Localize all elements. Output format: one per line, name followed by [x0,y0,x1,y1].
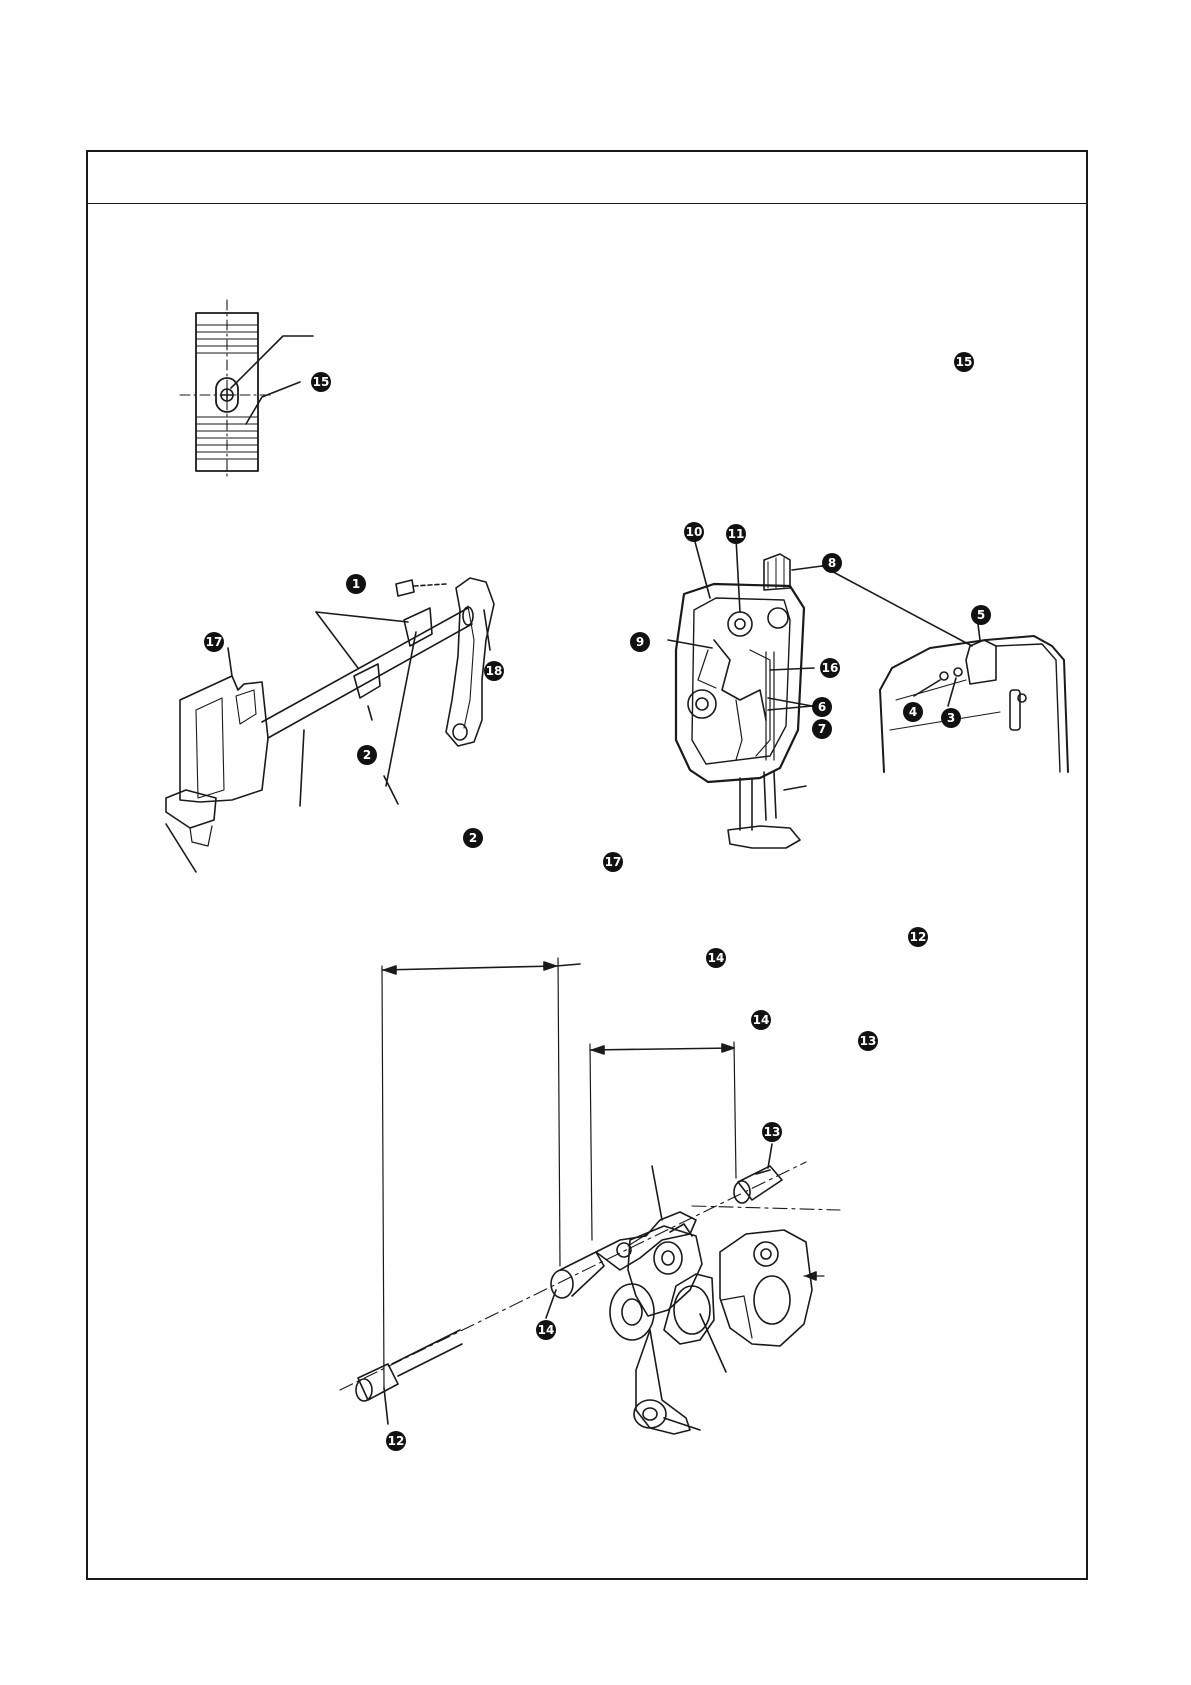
badge-label: 2 [363,748,371,762]
badge-10: 10 [684,522,704,542]
badge-label: 14 [753,1013,770,1027]
badge-label: 12 [910,930,927,944]
badge-17-block: 17 [204,632,224,652]
exploded-shaft-icon [340,958,840,1434]
badge-2-caption: 2 [463,828,483,848]
badge-label: 14 [708,951,725,965]
badge-label: 18 [486,664,503,678]
arm-top-detail-icon [822,566,1068,772]
badge-label: 3 [947,711,955,725]
badge-6: 6 [812,697,832,717]
badge-label: 14 [538,1323,555,1337]
badge-label: 7 [818,722,826,736]
badge-label: 17 [206,635,223,649]
badge-4: 4 [903,702,923,722]
badge-label: 9 [636,635,644,649]
hatched-plate-detail-icon [180,300,313,478]
badge-label: 4 [909,705,917,719]
badge-label: 5 [977,608,985,622]
badge-label: 1 [352,577,360,591]
badge-label: 13 [860,1034,877,1048]
badge-2-collar: 2 [357,745,377,765]
badge-label: 10 [686,525,703,539]
badge-8: 8 [822,553,842,573]
badge-7: 7 [812,719,832,739]
lever-shaft-assembly-icon [166,578,494,872]
badge-13-caption: 13 [858,1031,878,1051]
badge-17-caption: 17 [603,852,623,872]
badge-3: 3 [941,708,961,728]
badge-label: 8 [828,556,836,570]
badge-12-part: 12 [386,1431,406,1451]
badge-label: 16 [822,661,839,675]
badge-9: 9 [630,632,650,652]
badge-11: 11 [726,524,746,544]
badge-label: 11 [728,527,745,541]
badge-label: 15 [956,355,973,369]
badge-15-plate: 15 [311,372,331,392]
badge-label: 15 [313,375,330,389]
badge-13-part: 13 [762,1122,782,1142]
badge-1: 1 [346,574,366,594]
badge-label: 2 [469,831,477,845]
badge-14-caption-a: 14 [706,948,726,968]
badge-15-top-right: 15 [954,352,974,372]
badge-label: 17 [605,855,622,869]
machine-head-mechanism-icon [668,538,822,848]
badge-5: 5 [971,605,991,625]
badge-label: 12 [388,1434,405,1448]
badge-12-caption: 12 [908,927,928,947]
badge-18: 18 [484,661,504,681]
badge-label: 13 [764,1125,781,1139]
badge-14-caption-b: 14 [751,1010,771,1030]
badge-16: 16 [820,658,840,678]
badge-label: 6 [818,700,826,714]
badge-14-part: 14 [536,1320,556,1340]
